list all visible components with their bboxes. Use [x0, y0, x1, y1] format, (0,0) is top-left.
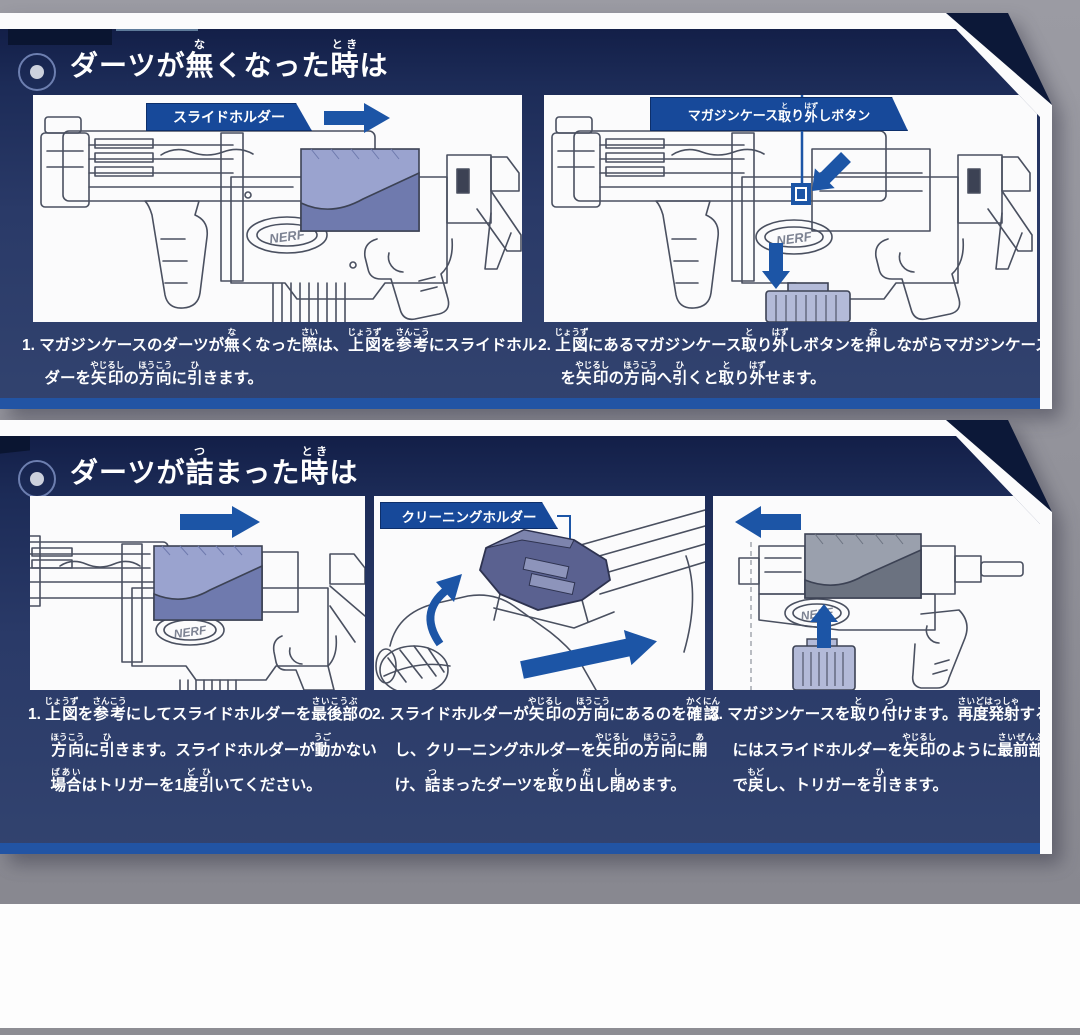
arrow-up-icon [810, 604, 838, 648]
callout-mag-release-button: マガジンケース取とり外はずしボタン [650, 97, 908, 131]
blaster-pull-slide-illustration: NERF [30, 506, 365, 690]
arrow-rotate-up-icon [426, 574, 462, 647]
callout-slide-holder: スライドホルダー [146, 103, 312, 131]
detached-magazine [765, 282, 851, 322]
blaster-outline [40, 116, 522, 322]
figure-box: NERF [33, 95, 522, 322]
section-title: ダーツが詰つまった時ときは [70, 446, 359, 488]
section-title: ダーツが無なくなった時ときは [70, 39, 389, 81]
nerf-logo: NERF [775, 228, 813, 248]
instruction-step-3: 3. マガジンケースを取とり付つけます。再度発射さいどはっしゃするにはスライドホ… [710, 696, 1051, 795]
arrow-down-left-icon [812, 152, 851, 191]
blaster-outline [551, 116, 1033, 321]
bottom-edge [0, 1028, 1080, 1035]
bottom-sheet [0, 904, 1080, 1028]
instruction-step-2: 2. 上図じょうずにあるマガジンケース取とり外はずしボタンを押おしながらマガジン… [538, 327, 1051, 388]
slide-holder-highlight [153, 545, 263, 621]
instruction-step-1: 1. 上図じょうずを参考さんこうにしてスライドホルダーを最後部さいこうぶの方向ほ… [28, 696, 377, 795]
mag-release-button [791, 183, 811, 205]
bullseye-icon [18, 460, 56, 499]
blaster-mag-release-illustration: NERF [551, 95, 1033, 322]
panel-bottom-edge [0, 398, 1040, 409]
figure-box: NERF [713, 496, 1040, 690]
nerf-logo: NERF [173, 623, 208, 642]
blaster-detail-outline [375, 509, 705, 690]
arrow-right-icon [520, 629, 657, 679]
slide-holder-highlight [804, 533, 922, 599]
instruction-step-1: 1. マガジンケースのダーツが無なくなった際さいは、上図じょうずを参考さんこうに… [22, 327, 538, 388]
panel-body: ダーツが無なくなった時ときは [0, 29, 1040, 409]
cleaning-holder-illustration [375, 509, 705, 690]
panel-body: ダーツが詰つまった時ときは [0, 436, 1040, 854]
section-header: ダーツが無なくなった時ときは [18, 37, 389, 107]
panel-bottom-edge [0, 843, 1040, 854]
arrow-right-icon [324, 103, 390, 138]
arrow-left-icon [735, 506, 801, 538]
figure-box: NERF [30, 496, 365, 690]
instruction-step-2: 2. スライドホルダーが矢印やじるしの方向ほうこうにあるのを確認かくにんし、クリ… [372, 696, 721, 795]
blaster-slide-holder-illustration: NERF [40, 116, 522, 322]
top-tab-blue [116, 29, 198, 31]
blaster-reattach-mag-illustration: NERF [735, 506, 1024, 690]
cleaning-holder-flap [479, 529, 611, 611]
bullseye-icon [18, 53, 56, 92]
slide-holder-highlight [300, 148, 420, 232]
nerf-logo: NERF [268, 226, 306, 246]
callout-cleaning-holder: クリーニングホルダー [380, 502, 558, 529]
arrow-right-icon [180, 506, 260, 538]
figure-box: NERF [544, 95, 1037, 322]
arrow-down-icon [762, 243, 790, 289]
top-tab-dark [8, 29, 112, 45]
